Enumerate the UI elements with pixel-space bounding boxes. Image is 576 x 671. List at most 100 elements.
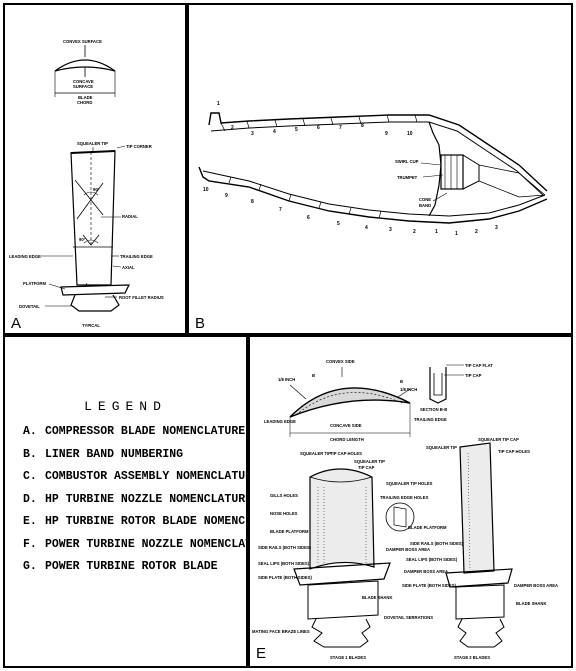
squealer-tip-label: SQUEALER TIP (300, 451, 331, 456)
stage1-platform (293, 562, 391, 586)
stage1-dovetail (311, 618, 371, 648)
band-number: 9 (225, 193, 228, 199)
band-number: 4 (365, 225, 368, 231)
legend-item: A. COMPRESSOR BLADE NOMENCLATURE (23, 421, 287, 444)
side-plate-label-right: SIDE PLATE (BOTH SIDES) (402, 583, 457, 588)
blade-shank-label-right: BLADE SHANK (516, 601, 546, 606)
tip-cap-label-2: TIP CAP (358, 465, 375, 470)
dovetail-label: DOVETAIL (19, 304, 40, 309)
section-mark-right: B (400, 379, 403, 384)
legend-key: A. (23, 425, 37, 438)
stage2-blade-airfoil (459, 442, 495, 574)
chord-length-label: CHORD LENGTH (330, 437, 364, 442)
turbine-airfoil-section (289, 387, 411, 418)
band-number: 3 (251, 131, 254, 137)
angle-top-label: 90° (93, 187, 100, 192)
legend-panel: LEGEND A.COMPRESSOR BLADE NOMENCLATURE B… (3, 335, 287, 668)
band-number: 4 (273, 129, 276, 135)
blade-label: BLADE (78, 95, 93, 100)
legend-item: E.HP TURBINE ROTOR BLADE NOMENCLATURE (23, 511, 287, 534)
legend-text: LINER BAND NUMBERING (45, 447, 184, 461)
angle-bottom-label: 90° (79, 237, 86, 242)
legend-item: B. LINER BAND NUMBERING (23, 444, 287, 467)
cone-label: CONE (419, 197, 431, 202)
trailing-edge-label: TRAILING EDGE (414, 417, 447, 422)
convex-surface-label: CONVEX SURFACE (63, 39, 102, 44)
liner-band-drawing: 1 2 3 4 5 6 7 8 9 10 10 9 8 7 6 5 4 3 2 … (198, 101, 548, 237)
panel-b-label: B (195, 315, 206, 332)
band-number: 3 (495, 225, 498, 231)
legend-item: G. POWER TURBINE ROTOR BLADE (23, 556, 287, 579)
panel-e: CONVEX SIDE B B 1/8 INCH 1/8 INCH LEADIN… (248, 335, 573, 668)
legend-text: POWER TURBINE ROTOR BLADE (45, 560, 218, 573)
panel-a: CONVEX SURFACE CONCAVE SURFACE BLADE CHO… (3, 3, 187, 335)
blade-shank-label: BLADE SHANK (362, 595, 392, 600)
panel-b: 1 2 3 4 5 6 7 8 9 10 10 9 8 7 6 5 4 3 2 … (187, 3, 573, 335)
panel-a-label: A (11, 315, 22, 332)
legend-item: C. COMBUSTOR ASSEMBLY NOMENCLATURE (23, 466, 287, 489)
side-rails-label-right: SIDE RAILS (BOTH SIDES) (410, 541, 464, 546)
stage1-shank (307, 580, 379, 620)
band-number: 2 (231, 125, 234, 131)
band-number: 8 (251, 199, 254, 205)
squealer-tip-label: SQUEALER TIP (77, 141, 108, 146)
band-number: 8 (361, 123, 364, 129)
tip-cap-label: TIP CAP (465, 373, 482, 378)
band-number: 6 (307, 215, 310, 221)
inner-liner (198, 166, 548, 224)
band-number: 9 (385, 131, 388, 137)
legend-text: HP TURBINE NOZZLE NOMENCLATURE (45, 492, 253, 506)
leading-edge-label: LEADING EDGE (9, 254, 41, 259)
squealer-tip-label-right: SQUEALER TIP (426, 445, 457, 450)
blade-platform-label: BLADE PLATFORM (270, 529, 309, 534)
inch-right-label: 1/8 INCH (400, 387, 417, 392)
stage2-dovetail (457, 618, 505, 648)
dovetail (70, 294, 120, 312)
legend-key: D. (23, 492, 37, 506)
concave-side-label: CONCAVE SIDE (330, 423, 362, 428)
leading-edge-label: LEADING EDGE (264, 419, 296, 424)
legend-key: B. (23, 447, 37, 461)
hp-turbine-blade-drawing: CONVEX SIDE B B 1/8 INCH 1/8 INCH LEADIN… (252, 359, 558, 660)
trumpet-label: TRUMPET (397, 175, 418, 180)
legend-text: COMPRESSOR BLADE NOMENCLATURE (45, 425, 246, 438)
band-number: 1 (455, 231, 458, 237)
root-fillet-radius-label: ROOT FILLET RADIUS (119, 295, 164, 300)
tip-cap-section (429, 367, 447, 404)
legend-list: A. COMPRESSOR BLADE NOMENCLATURE B. LINER … (23, 421, 287, 579)
panel-e-label: E (256, 645, 267, 662)
section-mark-left: B (312, 373, 315, 378)
dovetail-serrations-label: DOVETAIL SERRATIONS (384, 615, 433, 620)
tip-cap-flat-label: TIP CAP FLAT (465, 363, 493, 368)
band-number: 10 (203, 187, 209, 193)
legend-item: D. HP TURBINE NOZZLE NOMENCLATURE (23, 489, 287, 512)
platform-label: PLATFORM (23, 281, 46, 286)
squealer-tip-cap-label: SQUEALER TIP CAP (478, 437, 519, 442)
convex-side-label: CONVEX SIDE (326, 359, 355, 364)
legend-key: F. (23, 537, 37, 551)
swirl-cup-label: SWIRL CUP (395, 159, 419, 164)
damper-boss-area-label-right: DAMPER BOSS AREA (404, 569, 448, 574)
surface-label: SURFACE (73, 84, 93, 89)
nose-holes-label: NOSE HOLES (270, 511, 298, 516)
damper-boss-area-label: DAMPER BOSS AREA (386, 547, 430, 552)
mating-face-braze-lines-label: MATING FACE BRAZE LINES (252, 629, 310, 634)
legend-text: COMBUSTOR ASSEMBLY NOMENCLATURE (45, 470, 259, 483)
stage1-label: STAGE 1 BLADES (330, 655, 366, 660)
stage2-platform (445, 568, 513, 588)
seal-lips-label: SEAL LIPS (BOTH SIDES) (258, 561, 310, 566)
gills-holes-label: GILLS HOLES (270, 493, 298, 498)
tip-cap-holes-label: TIP CAP HOLES (330, 451, 362, 456)
airfoil-section (54, 59, 116, 72)
trailing-edge-holes-label: TRAILING EDGE HOLES (380, 495, 429, 500)
side-rails-label: SIDE RAILS (BOTH SIDES) (258, 545, 312, 550)
band-number: 6 (317, 125, 320, 131)
legend-item: F.POWER TURBINE NOZZLE NOMENCLATURE (23, 534, 287, 557)
tip-cap-holes-label-right: TIP CAP HOLES (498, 449, 530, 454)
band-number: 1 (217, 101, 220, 107)
damper-boss-area-label-far: DAMPER BOSS AREA (514, 583, 558, 588)
section-bb-label: SECTION B-B (420, 407, 447, 412)
legend-key: C. (23, 470, 37, 483)
stage2-label: STAGE 2 BLADES (454, 655, 490, 660)
legend-key: G. (23, 560, 37, 573)
